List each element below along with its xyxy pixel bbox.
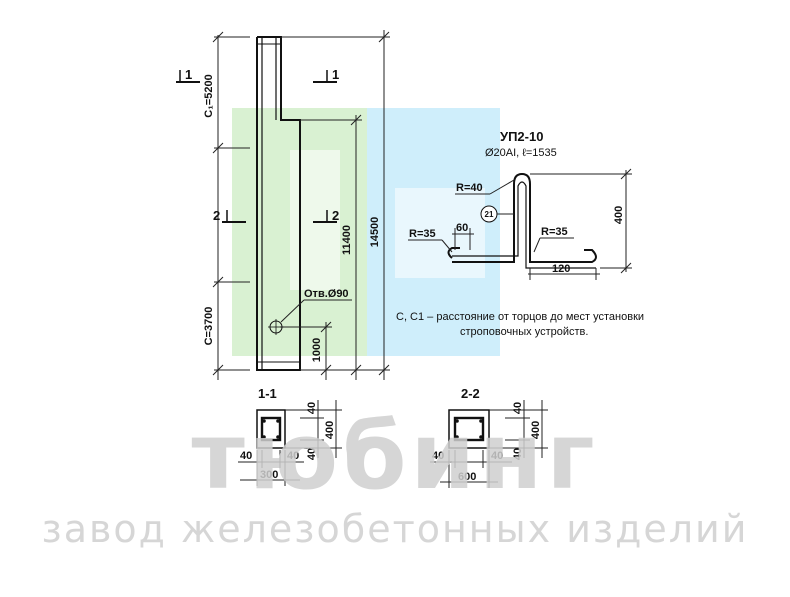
watermark-brand: тюбинг: [191, 403, 598, 510]
dim-mid: 11400: [341, 225, 353, 255]
rebar-r35-right: R=35: [541, 226, 568, 238]
section-1-1-left: 40: [240, 450, 252, 462]
rebar-dim-120: 120: [552, 263, 570, 275]
rebar-title: УП2-10: [500, 129, 543, 144]
section-1-1-height: 400: [324, 421, 336, 439]
section-2-2-right: 40: [491, 450, 503, 462]
section-2-2-top: 40: [512, 402, 524, 414]
section-1-1: 1-1 40 400 40 40 40 300: [238, 386, 342, 486]
section-2-2-left: 40: [432, 450, 444, 462]
rebar-detail: УП2-10 Ø20AI, ℓ=1535 400 120 60 R=40 R=3…: [408, 129, 632, 280]
rebar-bar-outer: [447, 172, 597, 263]
rebar-subtitle: Ø20AI, ℓ=1535: [485, 147, 557, 159]
rebar-dim-60: 60: [456, 222, 468, 234]
section-mark-1-left: 1: [185, 67, 192, 82]
watermark: тюбинг завод железобетонных изделий: [42, 403, 749, 551]
dim-total: 14500: [369, 217, 381, 248]
note: С, С1 – расстояние от торцов до мест уст…: [396, 311, 644, 338]
rebar-position: 21: [485, 210, 494, 219]
section-1-1-title: 1-1: [258, 386, 277, 401]
section-2-2-bot: 40: [512, 448, 524, 460]
section-2-2-title: 2-2: [461, 386, 480, 401]
watermark-tagline: завод железобетонных изделий: [42, 507, 749, 551]
section-2-2: 2-2 40 400 40 40 40 600: [430, 386, 548, 488]
dim-c: C=3700: [203, 307, 215, 346]
dim-c1: C₁=5200: [203, 74, 215, 117]
rebar-r40: R=40: [456, 182, 483, 194]
section-2-2-width: 600: [458, 471, 476, 483]
rebar-dim-400: 400: [613, 206, 625, 224]
section-1-1-right: 40: [287, 450, 299, 462]
section-mark-1-right: 1: [332, 67, 339, 82]
section-1-1-top: 40: [306, 402, 318, 414]
note-line-1: С, С1 – расстояние от торцов до мест уст…: [396, 311, 644, 323]
section-2-2-height: 400: [530, 421, 542, 439]
section-mark-2-right: 2: [332, 208, 339, 223]
hole-label: Отв.Ø90: [304, 288, 349, 300]
rebar-bar-inner: [452, 181, 596, 269]
section-mark-2-left: 2: [213, 208, 220, 223]
dim-bottom: 1000: [311, 338, 323, 362]
rebar-r35-left: R=35: [409, 228, 436, 240]
note-line-2: строповочных устройств.: [460, 326, 588, 338]
column-elevation: C₁=5200 C=3700 14500 11400 1000 Отв.Ø90 …: [176, 30, 390, 380]
section-1-1-width: 300: [260, 469, 278, 481]
section-1-1-bot: 40: [306, 448, 318, 460]
